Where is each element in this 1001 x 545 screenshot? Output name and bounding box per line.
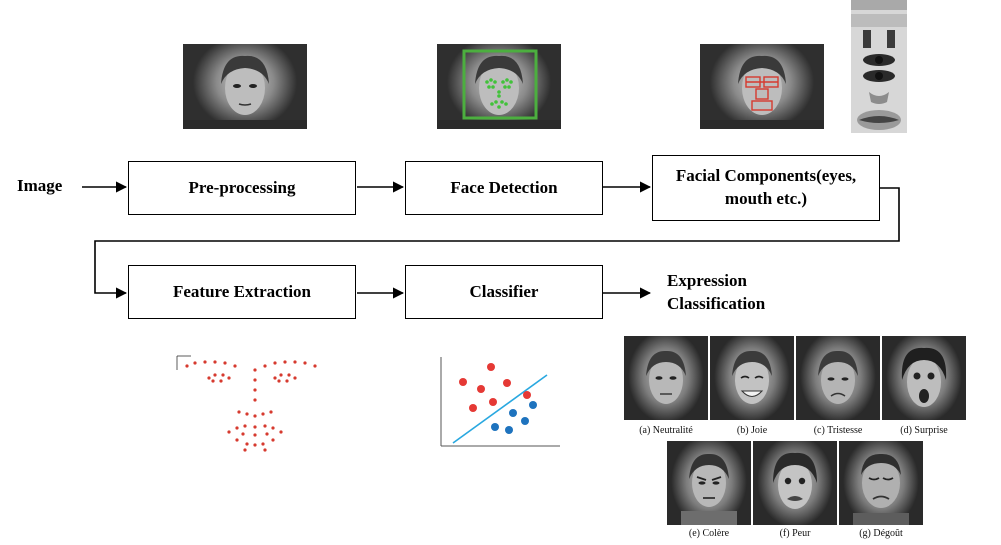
preprocessing-box: Pre-processing	[128, 161, 356, 215]
facial-components-box: Facial Components(eyes, mouth etc.)	[652, 155, 880, 221]
face-photo-components	[700, 44, 824, 129]
face-photo-icon	[183, 55, 307, 129]
face-photo-icon	[901, 347, 947, 407]
expression-photo-disgust	[839, 441, 923, 525]
expression-caption-surprise: (d) Surprise	[900, 425, 948, 436]
face-photo-icon	[818, 350, 858, 404]
arrow-components-to-features	[94, 187, 900, 299]
scatter-classifier-icon	[440, 357, 560, 447]
face-photo-detection	[437, 44, 561, 129]
landmark-overlay-icon	[700, 55, 824, 129]
face-photo-icon	[732, 350, 772, 404]
face-photo-icon	[681, 453, 737, 525]
expression-caption-anger: (e) Colère	[688, 528, 730, 539]
classifier-box: Classifier	[405, 265, 603, 319]
expression-photo-joy	[710, 336, 794, 420]
expression-caption-neutral: (a) Neutralité	[639, 425, 693, 436]
face-photo-icon	[773, 452, 817, 509]
face-photo-icon	[646, 350, 686, 404]
face-photo-icon	[853, 453, 909, 525]
expression-caption-sadness: (c) Tristesse	[813, 425, 863, 436]
expression-caption-disgust: (g) Dégoût	[859, 528, 903, 539]
face-detection-box: Face Detection	[405, 161, 603, 215]
landmark-plot-icon	[176, 355, 317, 452]
expression-caption-fear: (f) Peur	[779, 528, 811, 539]
expression-caption-joy: (b) Joie	[736, 425, 768, 436]
expression-photo-sadness	[796, 336, 880, 420]
input-image-label: Image	[17, 176, 63, 195]
detection-box-icon	[437, 49, 561, 129]
expression-photo-anger	[667, 441, 751, 525]
facial-component-strip-icon	[851, 0, 907, 130]
face-photo-preprocessing	[183, 44, 307, 129]
expression-classification-label: Expression Classification	[667, 271, 766, 313]
facial-component-strip	[851, 0, 907, 133]
expression-photo-neutral	[624, 336, 708, 420]
expression-photo-fear	[753, 441, 837, 525]
feature-extraction-box: Feature Extraction	[128, 265, 356, 319]
expression-photo-surprise	[882, 336, 966, 420]
